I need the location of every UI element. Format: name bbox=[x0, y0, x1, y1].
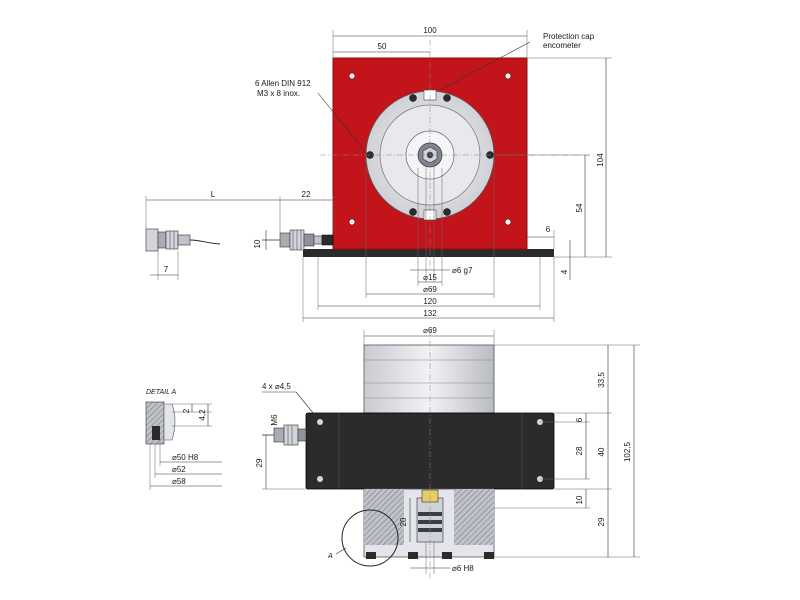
callout-protection-cap: Protection cap bbox=[543, 32, 595, 41]
cable-end-plug bbox=[145, 228, 221, 252]
dim-dia-15: ⌀15 bbox=[423, 273, 437, 282]
detail-a-circle bbox=[341, 509, 399, 567]
detail-dia-52: ⌀52 bbox=[172, 465, 186, 474]
top-view: 100 50 Protection cap encometer 6 Allen … bbox=[145, 26, 612, 322]
corner-hole bbox=[504, 72, 512, 80]
cylinder-housing bbox=[363, 344, 495, 414]
dim-bv-dia-69: ⌀69 bbox=[423, 326, 437, 335]
dim-L: L bbox=[211, 190, 216, 199]
detail-dim-2: 2 bbox=[182, 408, 191, 413]
lower-hatch-left bbox=[364, 489, 404, 545]
detail-oring bbox=[152, 426, 160, 440]
dim-120: 120 bbox=[423, 297, 437, 306]
dim-54: 54 bbox=[575, 203, 584, 212]
callout-encometer: encometer bbox=[543, 41, 581, 50]
dim-bv-10: 10 bbox=[575, 495, 584, 504]
corner-hole bbox=[504, 218, 512, 226]
callout-m6: M6 bbox=[270, 414, 279, 426]
cable-connector bbox=[262, 229, 334, 251]
callout-holes: 4 x ⌀4,5 bbox=[262, 382, 291, 391]
dim-bv-28: 28 bbox=[575, 446, 584, 455]
dim-22: 22 bbox=[302, 190, 311, 199]
dim-132: 132 bbox=[423, 309, 437, 318]
dim-dia-69: ⌀69 bbox=[423, 285, 437, 294]
detail-a-title: DETAIL A bbox=[146, 389, 177, 396]
dim-bv-40: 40 bbox=[597, 447, 606, 456]
corner-hole bbox=[348, 218, 356, 226]
dim-bv-29-right: 29 bbox=[597, 517, 606, 526]
detail-dia-50h8: ⌀50 H8 bbox=[172, 453, 199, 462]
block-connector bbox=[262, 424, 307, 446]
detail-a-marker: A bbox=[327, 553, 333, 560]
dim-100: 100 bbox=[423, 26, 437, 35]
corner-hole bbox=[348, 72, 356, 80]
detail-flange-lip bbox=[163, 403, 176, 441]
dim-104: 104 bbox=[596, 153, 605, 167]
bottom-view: A ⌀69 4 x ⌀4,5 M6 29 33,5 40 29 102,5 6 bbox=[255, 326, 640, 580]
detail-dia-58: ⌀58 bbox=[172, 477, 186, 486]
dim-bv-20: 20 bbox=[399, 517, 408, 526]
dim-bv-dia-6h8: ⌀6 H8 bbox=[452, 564, 474, 573]
feet bbox=[366, 552, 494, 559]
dim-bv-6: 6 bbox=[575, 417, 584, 422]
dim-dia-6g7: ⌀6 g7 bbox=[452, 266, 473, 275]
base-plate bbox=[303, 249, 554, 257]
detail-a: DETAIL A 2 4,2 ⌀50 H8 ⌀52 ⌀58 bbox=[145, 389, 222, 490]
dim-4: 4 bbox=[560, 269, 569, 274]
dim-bv-29-left: 29 bbox=[255, 458, 264, 467]
detail-dim-4-2: 4,2 bbox=[198, 409, 207, 421]
callout-allen-line1: 6 Allen DIN 912 bbox=[255, 79, 311, 88]
callout-allen-line2: M3 x 8 inox. bbox=[257, 89, 300, 98]
lower-hatch-right bbox=[454, 489, 494, 545]
dim-50: 50 bbox=[378, 42, 387, 51]
dim-7: 7 bbox=[164, 265, 169, 274]
dim-bv-33-5: 33,5 bbox=[597, 372, 606, 388]
dim-10-cable: 10 bbox=[253, 239, 262, 248]
dim-bv-102-5: 102,5 bbox=[623, 441, 632, 462]
dim-6: 6 bbox=[546, 225, 551, 234]
